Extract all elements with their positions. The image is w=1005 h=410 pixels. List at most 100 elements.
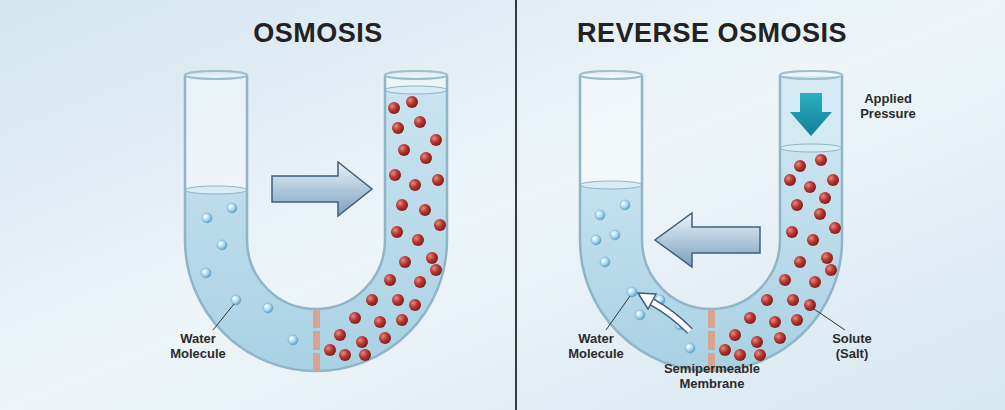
panel-heading: REVERSE OSMOSIS (577, 18, 847, 49)
water-molecule (610, 230, 620, 240)
solute-particle (356, 336, 368, 348)
water-molecule (217, 240, 227, 250)
tube-rim (780, 71, 842, 79)
solute-particle (751, 336, 763, 348)
tube-glass (580, 75, 842, 371)
solute-particle (366, 294, 378, 306)
solute-particle (359, 349, 371, 361)
solute-particle (829, 222, 841, 234)
solute-particle (734, 349, 746, 361)
water-molecule (591, 235, 601, 245)
tube-outline (185, 75, 447, 371)
water-molecule (595, 210, 605, 220)
pressure-arrow (790, 93, 832, 136)
solute-particle (784, 174, 796, 186)
solute-particle (761, 294, 773, 306)
u-tube (185, 71, 447, 371)
solute-particle (324, 344, 336, 356)
solute-particle (804, 181, 816, 193)
solute-particle (769, 316, 781, 328)
solute-particle (794, 256, 806, 268)
water-group (201, 203, 298, 345)
solute-group (719, 154, 841, 361)
solute-particle (349, 312, 361, 324)
part-label: Solute (Salt) (822, 331, 882, 361)
solute-particle (794, 160, 806, 172)
water-surface (185, 186, 247, 194)
solute-particle (339, 349, 351, 361)
solute-particle (384, 274, 396, 286)
solute-particle (420, 152, 432, 164)
solute-particle (396, 314, 408, 326)
water-molecule (227, 203, 237, 213)
solute-particle (779, 274, 791, 286)
solute-particle (389, 169, 401, 181)
solute-particle (409, 299, 421, 311)
water-molecule (635, 310, 645, 320)
solute-particle (409, 179, 421, 191)
solute-particle (392, 122, 404, 134)
solute-particle (419, 204, 431, 216)
solute-particle (719, 344, 731, 356)
solute-particle (334, 329, 346, 341)
water-fill (185, 90, 447, 371)
water-molecule (620, 200, 630, 210)
solute-particle (809, 276, 821, 288)
panel: OSMOSIS (0, 0, 516, 410)
solute-particle (807, 234, 819, 246)
water-molecule (263, 303, 273, 313)
panel: REVERSE OSMOSIS (517, 0, 1005, 410)
panel-heading: OSMOSIS (253, 18, 383, 49)
solute-particle (754, 349, 766, 361)
solute-particle (815, 154, 827, 166)
leader-line (213, 304, 234, 330)
solute-particle (791, 314, 803, 326)
solute-particle (432, 174, 444, 186)
solute-particle (827, 174, 839, 186)
water-surface (780, 144, 842, 152)
passage-arrow-outline (652, 302, 690, 331)
water-molecule (201, 268, 211, 278)
solute-particle (821, 252, 833, 264)
passage-arrow-head (638, 293, 656, 309)
solute-particle (414, 116, 426, 128)
solute-particle (434, 219, 446, 231)
part-label: Semipermeable Membrane (652, 361, 772, 391)
solute-particle (774, 332, 786, 344)
passage-arrow-body (652, 302, 690, 331)
tube-rim (185, 71, 247, 79)
water-molecule (685, 343, 695, 353)
solute-particle (791, 199, 803, 211)
membrane-segment (313, 331, 320, 350)
membrane-segment (313, 353, 320, 371)
water-molecule (231, 295, 241, 305)
solute-particle (825, 264, 837, 276)
solute-particle (819, 192, 831, 204)
solute-particle (391, 226, 403, 238)
solute-particle (426, 252, 438, 264)
solute-group (324, 96, 446, 361)
tube-outline (580, 75, 842, 371)
solute-particle (388, 102, 400, 114)
pressure-zone (781, 76, 841, 148)
membrane-segment (313, 309, 320, 328)
membrane (313, 309, 320, 371)
water-molecule (600, 257, 610, 267)
solute-particle (399, 256, 411, 268)
solute-particle (430, 134, 442, 146)
leader-line (606, 296, 630, 330)
solute-particle (430, 264, 442, 276)
water-molecule (627, 287, 637, 297)
solute-particle (814, 208, 826, 220)
solute-particle (392, 294, 404, 306)
passage-arrow (638, 293, 690, 331)
solute-particle (412, 234, 424, 246)
water-molecule (202, 213, 212, 223)
solute-particle (398, 144, 410, 156)
membrane-segment (708, 331, 715, 350)
panel-divider (515, 0, 517, 410)
tube-rim (385, 71, 447, 79)
